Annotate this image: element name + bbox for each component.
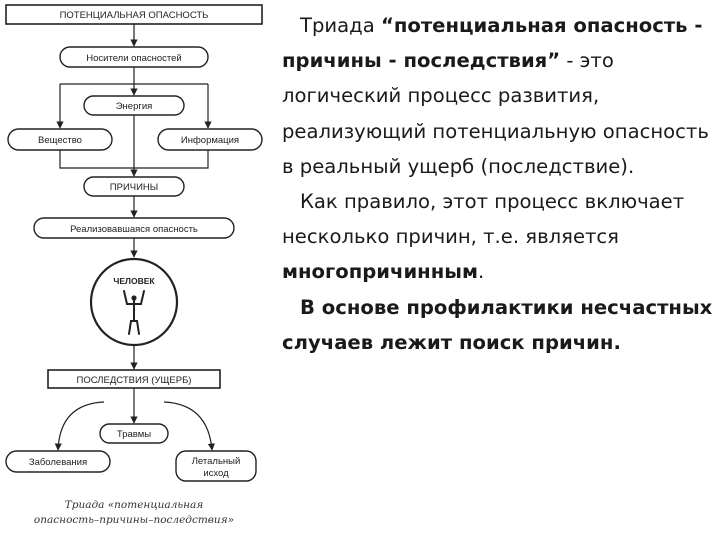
connector-lines: [54, 24, 216, 451]
paragraph-definition: Триада “потенциальная опасность - причин…: [282, 8, 714, 184]
box-substance: [7, 128, 113, 151]
box-injuries: [99, 423, 169, 444]
definition-body: - это логический процесс развития, реали…: [282, 49, 709, 178]
paragraph-multicause: Как правило, этот процесс включает неско…: [282, 184, 714, 290]
label-causes: ПРИЧИНЫ: [110, 182, 158, 193]
box-fatal: [175, 450, 257, 482]
person-figure-icon: [123, 290, 145, 335]
label-consequences: ПОСЛЕДСТВИЯ (УЩЕРБ): [77, 375, 192, 386]
label-carriers: Носители опасностей: [86, 53, 181, 64]
label-realized: Реализовавшаяся опасность: [70, 224, 198, 235]
explanation-text: Триада “потенциальная опасность - причин…: [282, 8, 714, 360]
box-potential-danger: [5, 4, 263, 25]
multicause-term: многопричинным: [282, 260, 478, 284]
box-causes: [83, 176, 185, 197]
caption-line1: Триада «потенциальная: [65, 499, 204, 511]
label-injuries: Травмы: [117, 429, 151, 440]
prevention-statement: В основе профилактики несчастных случаев…: [282, 295, 713, 354]
label-diseases: Заболевания: [29, 457, 87, 468]
label-information: Информация: [181, 135, 239, 146]
caption-line2: опасность–причины–последствия»: [34, 514, 234, 526]
box-consequences: [47, 369, 221, 389]
label-human: ЧЕЛОВЕК: [113, 276, 155, 286]
paragraph-prevention: В основе профилактики несчастных случаев…: [282, 290, 714, 360]
label-fatal-line2: исход: [203, 468, 229, 479]
box-realized: [33, 217, 235, 239]
box-energy: [83, 95, 185, 116]
box-diseases: [5, 450, 111, 473]
box-information: [157, 128, 263, 151]
box-carriers: [59, 46, 209, 68]
definition-term: “потенциальная опасность - причины - пос…: [282, 14, 703, 73]
label-fatal-line1: Летальный: [192, 456, 241, 467]
label-substance: Вещество: [38, 135, 82, 146]
triad-diagram: ПОТЕНЦИАЛЬНАЯ ОПАСНОСТЬ Носители опаснос…: [5, 4, 263, 526]
multicause-end: .: [478, 260, 485, 284]
definition-lead: Триада: [300, 14, 381, 37]
label-energy: Энергия: [116, 101, 153, 112]
label-potential-danger: ПОТЕНЦИАЛЬНАЯ ОПАСНОСТЬ: [60, 10, 209, 21]
multicause-lead: Как правило, этот процесс включает неско…: [282, 190, 685, 249]
